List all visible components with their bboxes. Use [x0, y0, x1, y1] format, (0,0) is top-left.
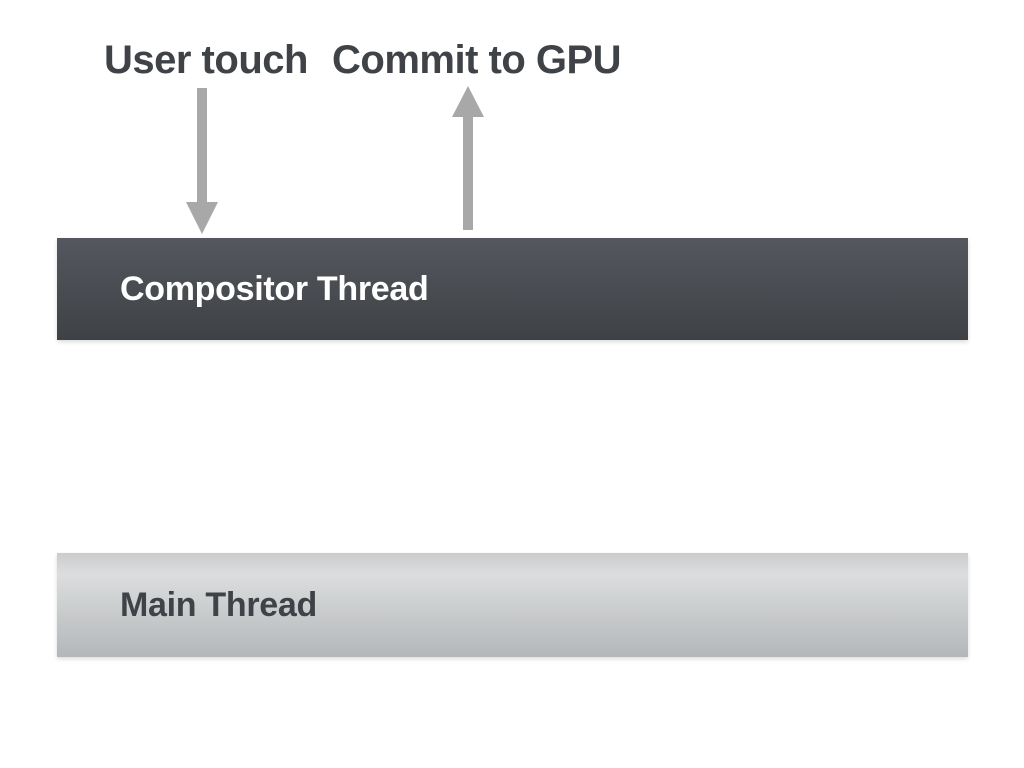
arrow-up-icon [452, 86, 484, 230]
compositor-thread-label: Compositor Thread [120, 269, 429, 308]
user-touch-label: User touch [104, 38, 308, 82]
arrow-down-icon [186, 88, 218, 234]
compositor-thread-bar: Compositor Thread [57, 238, 968, 340]
main-thread-bar: Main Thread [57, 553, 968, 657]
commit-to-gpu-label: Commit to GPU [332, 38, 622, 82]
main-thread-label: Main Thread [120, 585, 317, 624]
